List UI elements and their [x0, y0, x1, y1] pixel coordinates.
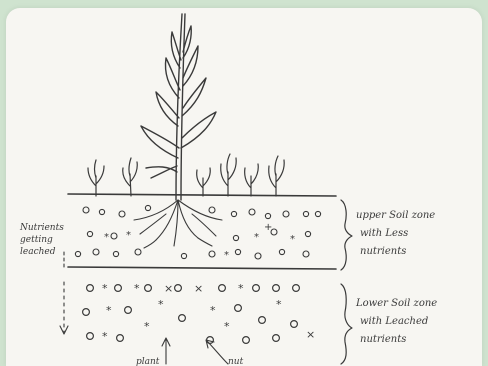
seedlings	[88, 154, 284, 196]
ground-surface-line	[68, 194, 336, 196]
svg-text:*: *	[254, 232, 259, 243]
svg-text:×: ×	[194, 282, 203, 295]
svg-text:*: *	[134, 282, 140, 295]
upper-zone-label-line1: upper Soil zone	[356, 210, 435, 221]
svg-text:*: *	[276, 298, 282, 311]
lower-zone-brace	[341, 284, 352, 364]
leaching-arrow	[60, 252, 68, 334]
upper-zone-label-line3: nutrients	[360, 246, 406, 257]
leaching-note: Nutrients getting leached	[19, 223, 64, 257]
bottom-arrows	[162, 338, 228, 364]
lower-zone-label: Lower Soil zone with Leached nutrients	[355, 298, 437, 345]
plant-roots	[134, 200, 222, 248]
svg-text:*: *	[158, 298, 164, 311]
lower-zone-nutrients	[83, 285, 300, 344]
svg-text:*: *	[126, 230, 131, 241]
svg-text:×: ×	[164, 282, 173, 295]
lower-zone-stars: * * × × * * * * * × * * *	[102, 282, 315, 343]
bottom-label-right: nut	[228, 357, 244, 366]
svg-text:*: *	[104, 232, 109, 243]
upper-zone-label-line2: with Less	[360, 228, 408, 239]
leaching-note-line1: Nutrients	[19, 223, 64, 233]
svg-text:*: *	[224, 320, 230, 333]
zone-separator-line	[68, 267, 336, 269]
lower-zone-label-line1: Lower Soil zone	[355, 298, 437, 309]
upper-zone-stars: * * * * * +	[104, 222, 295, 261]
bottom-label-left: plant	[136, 357, 160, 366]
svg-text:*: *	[290, 234, 295, 245]
svg-text:*: *	[106, 304, 112, 317]
svg-text:*: *	[238, 282, 244, 295]
lower-zone-label-line3: nutrients	[360, 334, 406, 345]
lower-zone-label-line2: with Leached	[360, 316, 428, 327]
leaching-note-line2: getting	[20, 235, 53, 245]
svg-text:*: *	[102, 282, 108, 295]
upper-zone-label: upper Soil zone with Less nutrients	[356, 210, 435, 257]
upper-zone-nutrients	[75, 205, 320, 259]
upper-zone-brace	[341, 200, 352, 270]
svg-text:*: *	[224, 250, 229, 261]
svg-text:+: +	[264, 222, 272, 233]
drawing-paper: * * * * * + * * × × * * * * * × * *	[6, 8, 482, 366]
bottom-labels: plant nut	[136, 357, 244, 366]
main-plant	[141, 14, 216, 200]
svg-text:*: *	[144, 320, 150, 333]
svg-text:*: *	[102, 330, 108, 343]
soil-leaching-diagram: * * * * * + * * × × * * * * * × * *	[6, 8, 482, 366]
svg-text:*: *	[210, 304, 216, 317]
leaching-note-line3: leached	[20, 247, 56, 257]
svg-text:×: ×	[306, 328, 315, 341]
